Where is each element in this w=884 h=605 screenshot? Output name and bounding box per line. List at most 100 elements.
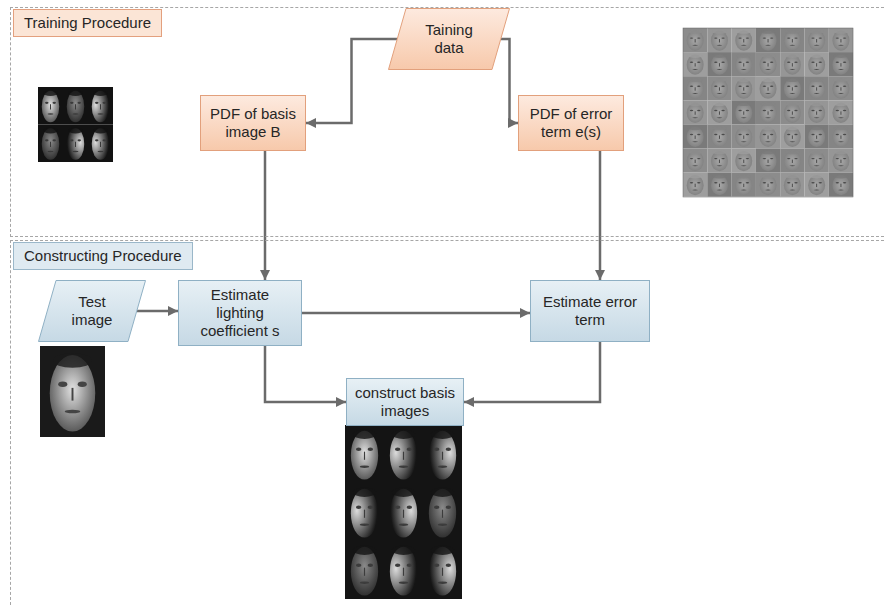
face-mouth <box>741 189 747 191</box>
face-nose <box>840 160 841 163</box>
face-hair <box>712 30 727 34</box>
face-image <box>780 52 804 76</box>
face-eye <box>78 381 87 386</box>
face-mouth <box>838 141 844 143</box>
face-background <box>707 173 731 197</box>
face-eye <box>763 182 766 183</box>
face-nose <box>768 63 769 66</box>
face-eye <box>70 139 74 141</box>
face-image <box>829 76 853 100</box>
face-eye <box>770 86 773 87</box>
face-eye <box>811 61 814 62</box>
face-nose <box>719 87 720 90</box>
face-eye <box>368 448 373 451</box>
face-eye <box>819 134 822 135</box>
face-eye <box>446 448 451 451</box>
region-title: Constructing Procedure <box>13 242 193 270</box>
face-background <box>423 541 462 599</box>
face-head <box>687 151 704 171</box>
face-image <box>805 149 829 173</box>
face-background <box>756 149 780 173</box>
face-eye <box>763 110 766 111</box>
face-head <box>808 30 825 50</box>
face-mouth <box>741 44 747 46</box>
face-nose <box>792 111 793 114</box>
face-image <box>805 52 829 76</box>
face-mouth <box>814 141 820 143</box>
face-image <box>384 483 423 541</box>
face-nose <box>768 160 769 163</box>
face-mouth <box>717 117 723 119</box>
face-eye <box>836 110 839 111</box>
parallelogram-outline <box>389 9 510 70</box>
face-background <box>683 124 707 148</box>
face-head <box>760 79 777 99</box>
face-hair <box>712 150 727 154</box>
face-image <box>683 149 707 173</box>
face-background <box>384 483 423 541</box>
face-eye <box>763 37 766 38</box>
face-head <box>735 55 752 75</box>
face-eye <box>811 110 814 111</box>
face-background <box>707 149 731 173</box>
face-head <box>92 91 110 123</box>
face-mouth <box>399 466 408 468</box>
face-background <box>805 28 829 52</box>
face-eye <box>843 37 846 38</box>
face-image <box>756 173 780 197</box>
face-eye <box>697 86 700 87</box>
face-eye <box>697 158 700 159</box>
face-hair <box>688 30 703 34</box>
face-background <box>345 425 384 483</box>
face-image <box>829 52 853 76</box>
face-background <box>780 149 804 173</box>
face-eye <box>690 110 693 111</box>
face-hair <box>761 54 776 58</box>
face-hair <box>712 126 727 130</box>
face-eye <box>794 37 797 38</box>
face-mouth <box>717 68 723 70</box>
face-eye <box>770 134 773 135</box>
face-image <box>829 124 853 148</box>
face-hair <box>809 78 824 82</box>
process-box: Estimate lighting coefficient s <box>178 280 302 346</box>
face-head <box>711 127 728 147</box>
face-eye <box>770 182 773 183</box>
face-eye <box>407 564 412 567</box>
face-mouth <box>741 165 747 167</box>
face-background <box>829 149 853 173</box>
face-background <box>38 87 63 125</box>
face-head <box>760 55 777 75</box>
face-eye <box>103 102 107 104</box>
face-nose <box>792 184 793 187</box>
face-hair <box>688 102 703 106</box>
face-background <box>345 541 384 599</box>
face-image <box>88 87 113 125</box>
face-eye <box>738 134 741 135</box>
face-hair <box>834 78 849 82</box>
face-eye <box>70 102 74 104</box>
face-hair <box>809 175 824 179</box>
face-nose <box>72 388 74 401</box>
face-head <box>832 103 849 123</box>
face-mouth <box>399 524 408 526</box>
face-head <box>808 79 825 99</box>
face-mouth <box>717 93 723 95</box>
face-hair <box>736 126 751 130</box>
face-head <box>832 79 849 99</box>
face-mouth <box>692 165 698 167</box>
face-eye <box>794 110 797 111</box>
face-head <box>832 127 849 147</box>
face-eye <box>843 110 846 111</box>
face-hair <box>736 54 751 58</box>
face-head <box>784 151 801 171</box>
face-eye <box>746 158 749 159</box>
face-hair <box>43 128 58 134</box>
face-hair <box>785 102 800 106</box>
face-image <box>756 76 780 100</box>
face-eye <box>690 182 693 183</box>
face-eye <box>697 134 700 135</box>
face-eye <box>690 158 693 159</box>
face-background <box>38 125 63 163</box>
face-nose <box>442 568 443 576</box>
